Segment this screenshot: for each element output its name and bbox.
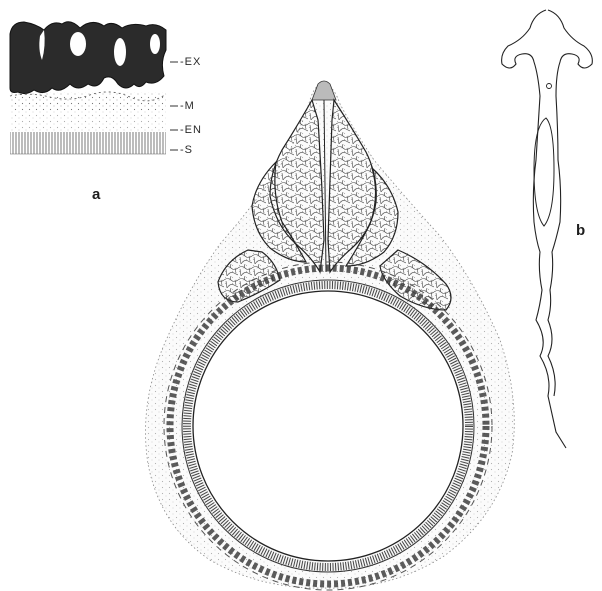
label-m: -M	[180, 100, 195, 112]
label-s: -S	[180, 144, 193, 156]
exocuticle-gap	[70, 32, 86, 56]
label-ex: -EX	[180, 56, 201, 68]
main-cross-section	[146, 81, 515, 590]
panel-a-tissue-section	[10, 22, 178, 154]
label-en: -EN	[180, 124, 202, 136]
s-layer	[10, 132, 166, 154]
cell-body-outline	[548, 10, 592, 396]
nucleus	[534, 118, 554, 226]
small-organelle	[547, 84, 552, 89]
exocuticle-gap	[114, 38, 126, 66]
apical-tip	[312, 81, 336, 100]
central-lumen	[193, 291, 463, 561]
exocuticle-layer	[10, 22, 166, 94]
en-layer	[10, 110, 166, 132]
exocuticle-gap	[150, 34, 160, 54]
panel-letter-a: a	[92, 186, 100, 203]
cell-body-outline	[502, 10, 566, 448]
panel-letter-b: b	[576, 222, 585, 239]
